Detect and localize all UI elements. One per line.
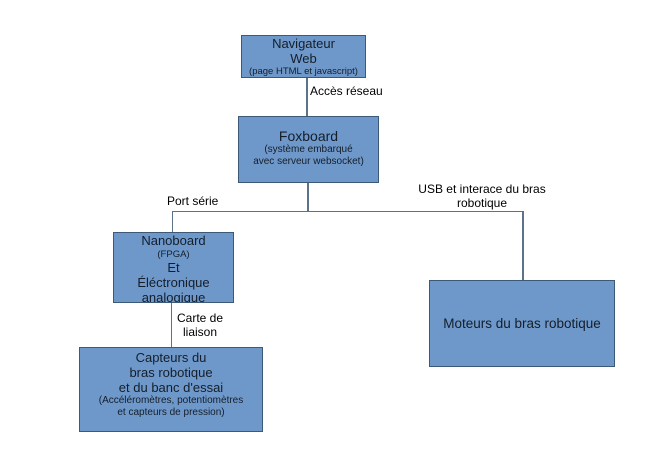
node-moteurs-title: Moteurs du bras robotique [443,316,601,331]
edge-label-usb-line1: USB et interace du bras [418,182,546,196]
node-navigateur-title-line1: Navigateur [272,36,335,51]
node-navigateur-web: Navigateur Web (page HTML et javascript) [241,35,366,78]
node-nanoboard-line1: Nanoboard [141,233,206,248]
node-capteurs: Capteurs du bras robotique et du banc d'… [79,347,263,432]
node-navigateur-subtitle: (page HTML et javascript) [249,66,358,77]
edge-label-carte-line2: liaison [182,324,218,339]
node-nanoboard-line3: Et [167,259,180,275]
connector-nanoboard-capteurs [170,303,172,347]
node-foxboard-subtitle-line1: (système embarqué [264,144,353,155]
node-capteurs-line2: bras robotique [129,365,213,380]
node-capteurs-subtitle-line2: et capteurs de pression) [117,407,225,418]
node-navigateur-title-line2: Web [290,50,317,66]
edge-label-carte-liaison: Carte de liaison [170,311,230,339]
node-foxboard: Foxboard (système embarqué avec serveur … [238,116,379,183]
node-foxboard-title: Foxboard [278,128,339,144]
edge-label-port-serie: Port série [167,194,219,208]
connector-branch-moteurs [522,211,524,280]
edge-label-usb-line2: robotique [456,195,508,210]
node-capteurs-subtitle-line1: (Accéléromètres, potentiomètres [98,395,244,406]
node-nanoboard-line5: analogique [141,289,206,303]
connector-foxboard-branch [307,183,309,211]
edge-label-usb-interface: USB et interace du bras robotique [398,182,566,210]
node-nanoboard-line4: Éléctronique [137,274,210,290]
node-nanoboard: Nanoboard (FPGA) Et Éléctronique analogi… [113,232,234,303]
connector-branch-nanoboard [171,211,173,232]
edge-label-acces-reseau: Accès réseau [310,84,383,98]
node-moteurs: Moteurs du bras robotique [429,280,615,367]
connector-navigateur-foxboard [306,78,308,116]
connector-branch-horizontal [172,210,523,212]
edge-label-carte-line1: Carte de [176,311,224,325]
node-nanoboard-line2: (FPGA) [157,248,190,260]
node-capteurs-line1: Capteurs du [135,350,207,365]
node-foxboard-subtitle-line2: avec serveur websocket) [253,156,364,167]
node-capteurs-line3: et du banc d'essai [118,380,224,395]
